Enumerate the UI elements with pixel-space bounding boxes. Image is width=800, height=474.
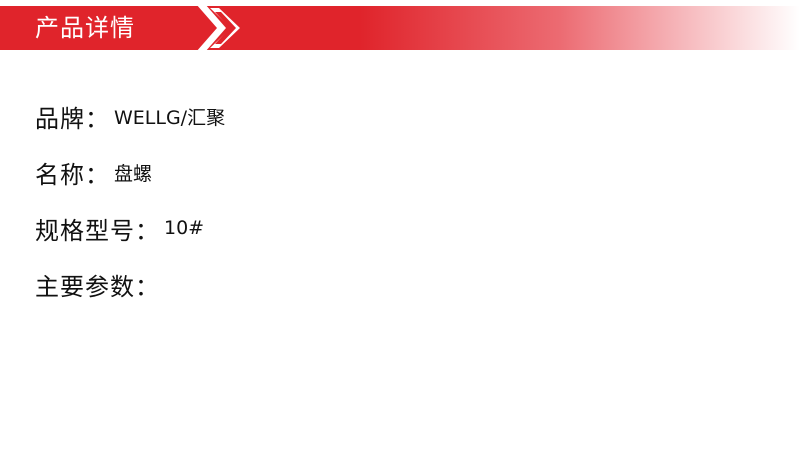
brand-value: WELLG/汇聚 [114, 106, 226, 129]
params-row: 主要参数： [35, 256, 225, 312]
header-banner: 产品详情 [0, 6, 800, 50]
product-detail-list: 品牌： WELLG/汇聚 名称： 盘螺 规格型号： 10# 主要参数： [35, 88, 225, 312]
brand-row: 品牌： WELLG/汇聚 [35, 88, 225, 144]
name-label: 名称： [35, 160, 110, 189]
name-value: 盘螺 [114, 162, 153, 185]
params-label: 主要参数： [35, 272, 160, 301]
model-value: 10# [164, 217, 205, 239]
model-label: 规格型号： [35, 216, 160, 245]
name-row: 名称： 盘螺 [35, 144, 225, 200]
page-title: 产品详情 [35, 14, 135, 42]
model-row: 规格型号： 10# [35, 200, 225, 256]
brand-label: 品牌： [35, 104, 110, 133]
double-chevron-right-icon [197, 6, 240, 50]
